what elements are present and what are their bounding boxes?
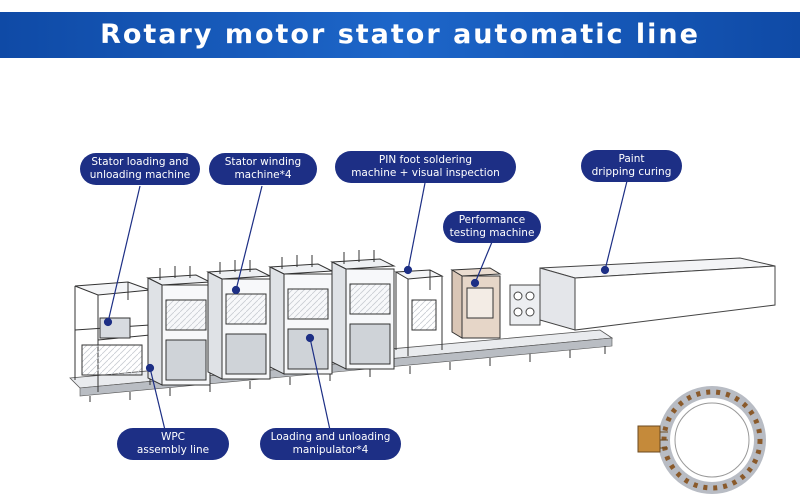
winding-machine-1 bbox=[146, 266, 212, 386]
label-performance-testing-machine: Performance testing machine bbox=[443, 211, 541, 243]
winding-machine-2 bbox=[206, 260, 272, 380]
page-title: Rotary motor stator automatic line bbox=[100, 19, 700, 50]
label-stator-loading-machine: Stator loading and unloading machine bbox=[80, 153, 200, 185]
winding-machine-4 bbox=[330, 250, 396, 370]
title-banner: Rotary motor stator automatic line bbox=[0, 12, 800, 58]
stator-winding-machines bbox=[146, 250, 396, 386]
label-stator-winding-machine: Stator winding machine*4 bbox=[209, 153, 317, 185]
paint-curing-oven bbox=[509, 257, 776, 331]
winding-machine-3 bbox=[268, 255, 334, 375]
stator-ring-image bbox=[637, 386, 766, 494]
label-loading-manipulator: Loading and unloading manipulator*4 bbox=[260, 428, 401, 460]
pin-soldering-machine bbox=[394, 269, 444, 356]
stator-loading-machine bbox=[74, 281, 151, 392]
callout-leaders bbox=[103, 180, 628, 431]
label-pin-soldering-machine: PIN foot soldering machine + visual insp… bbox=[335, 151, 516, 183]
label-wpc-assembly-line: WPC assembly line bbox=[117, 428, 229, 460]
performance-testing-machine bbox=[450, 267, 502, 339]
label-paint-curing: Paint dripping curing bbox=[581, 150, 682, 182]
